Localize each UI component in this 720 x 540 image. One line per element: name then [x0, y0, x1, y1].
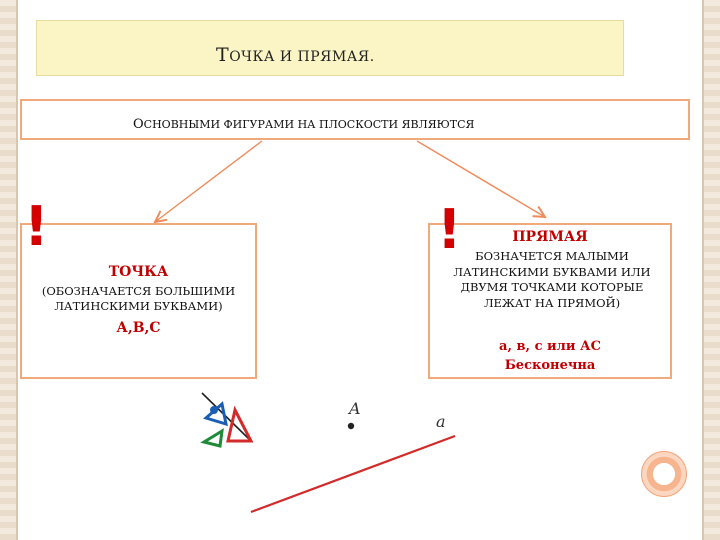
- title-box: [36, 20, 624, 76]
- line-a: [250, 434, 456, 514]
- line-card: [428, 223, 672, 379]
- arrow-to-point-card: [155, 140, 263, 222]
- point-heading: ТОЧКА: [108, 264, 169, 280]
- line-examples-infinite: Бесконечна: [504, 358, 596, 373]
- point-examples: А,В,С: [116, 320, 161, 336]
- line-label: a: [436, 412, 446, 431]
- point-description: (ОБОЗНАЧАЕТСЯ БОЛЬШИМИ ЛАТИНСКИМИ БУКВАМ…: [41, 284, 236, 313]
- exclamation-icon: !: [437, 198, 462, 261]
- line-examples-letters: а, в, с или АС: [499, 339, 601, 354]
- line-examples: а, в, с или АС Бесконечна: [428, 337, 672, 375]
- drawing-tools-icon: [200, 392, 254, 448]
- page-title: ТОЧКА И ПРЯМАЯ.: [216, 44, 375, 66]
- exclamation-icon: !: [24, 195, 49, 258]
- subtitle-rest: СНОВНЫМИ ФИГУРАМИ НА ПЛОСКОСТИ ЯВЛЯЮТСЯ: [143, 118, 475, 131]
- right-decorative-rail: [702, 0, 720, 540]
- line-description: БОЗНАЧЕТСЯ МАЛЫМИ ЛАТИНСКИМИ БУКВАМИ ИЛИ…: [453, 249, 651, 310]
- subtitle: ОСНОВНЫМИ ФИГУРАМИ НА ПЛОСКОСТИ ЯВЛЯЮТСЯ: [133, 117, 474, 132]
- subtitle-initial: О: [133, 117, 144, 132]
- left-decorative-rail: [0, 0, 18, 540]
- decorative-circle: [641, 451, 687, 497]
- title-initial: Т: [216, 44, 230, 66]
- point-label: A: [349, 399, 361, 418]
- point-card: [20, 223, 257, 379]
- arrow-to-line-card: [416, 140, 545, 217]
- line-heading: ПРЯМАЯ: [512, 229, 588, 245]
- point-A-mark: [347, 422, 355, 430]
- title-rest: ОЧКА И ПРЯМАЯ.: [229, 49, 375, 65]
- subtitle-box: [20, 99, 690, 140]
